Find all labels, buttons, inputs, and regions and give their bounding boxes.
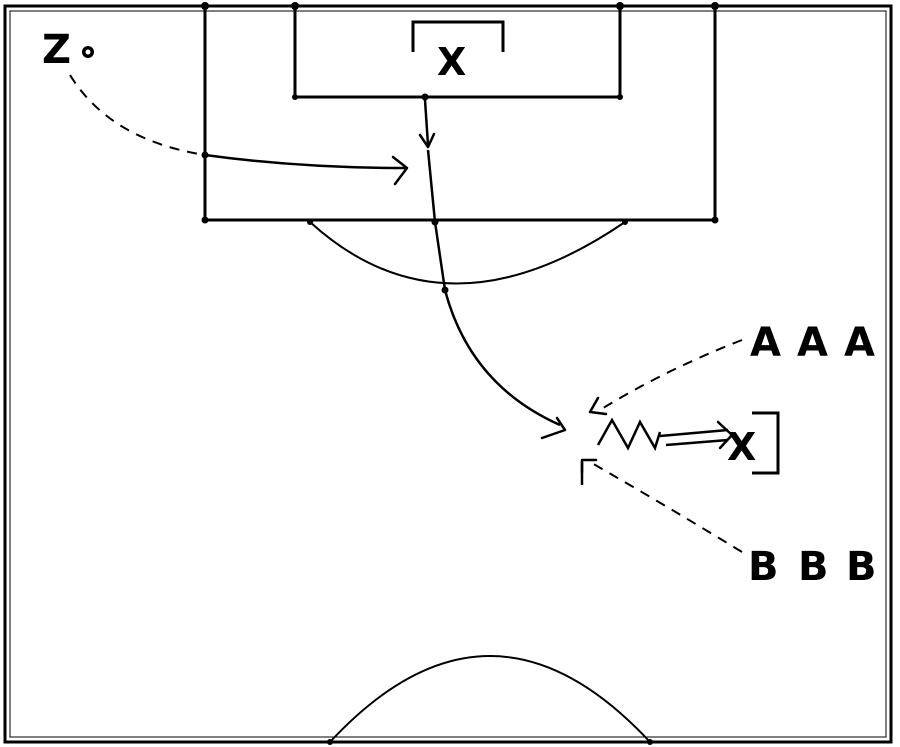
node bbox=[292, 94, 298, 100]
a-group-run bbox=[588, 339, 743, 416]
attacker-b-2: B bbox=[798, 544, 829, 590]
node bbox=[431, 218, 439, 226]
node bbox=[647, 739, 653, 745]
center-circle-arc bbox=[329, 655, 651, 743]
b-group: B B B bbox=[748, 544, 877, 590]
z-run-path bbox=[69, 74, 409, 186]
attacker-b-1: B bbox=[748, 544, 779, 590]
defender-marker: X bbox=[727, 411, 780, 475]
node bbox=[201, 2, 209, 10]
goalkeeper-marker: X bbox=[411, 20, 505, 101]
attacker-a-2: A bbox=[797, 320, 828, 366]
node bbox=[617, 94, 623, 100]
attacker-b-3: B bbox=[846, 544, 877, 590]
attacker-a-1: A bbox=[750, 320, 781, 366]
node bbox=[327, 739, 333, 745]
defender-label: X bbox=[727, 425, 756, 469]
pitch bbox=[3, 2, 893, 745]
pitch-boundary-inner bbox=[9, 10, 887, 738]
dribble-zigzag bbox=[596, 417, 734, 452]
a-group: A A A bbox=[750, 320, 875, 366]
goalkeeper-bracket bbox=[411, 20, 505, 52]
node bbox=[421, 93, 429, 101]
node bbox=[711, 2, 719, 10]
node bbox=[201, 216, 209, 224]
goalkeeper-movement-arrow bbox=[418, 99, 436, 149]
attacker-a-3: A bbox=[844, 320, 875, 366]
defender-bracket bbox=[752, 411, 780, 475]
pitch-boundary bbox=[3, 4, 893, 744]
node bbox=[307, 219, 313, 225]
penalty-box bbox=[203, 6, 717, 222]
b-group-run bbox=[580, 458, 743, 553]
goalkeeper-label: X bbox=[437, 40, 466, 84]
node bbox=[291, 2, 299, 10]
player-z-label: Z bbox=[42, 27, 71, 73]
node bbox=[622, 219, 628, 225]
goal-area bbox=[293, 6, 622, 99]
penalty-arc bbox=[309, 221, 626, 285]
node bbox=[711, 216, 719, 224]
ball-path bbox=[426, 149, 567, 440]
node bbox=[616, 2, 624, 10]
player-z: Z bbox=[42, 27, 94, 73]
